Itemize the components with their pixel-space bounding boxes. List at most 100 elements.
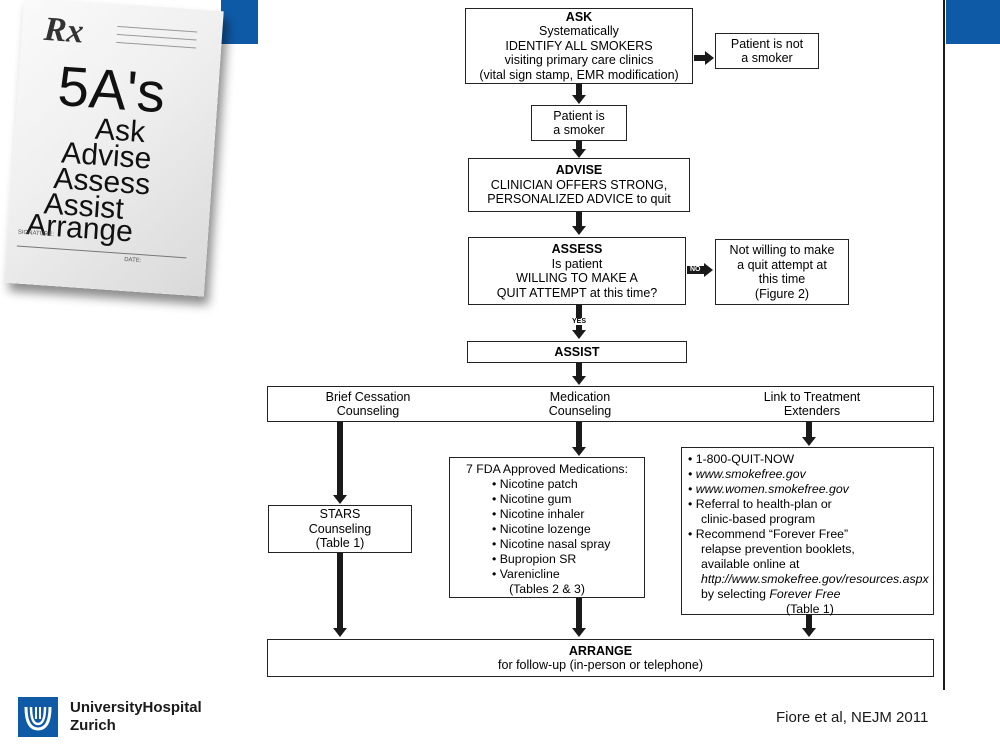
not-willing-line: a quit attempt at — [737, 257, 827, 272]
assess-line: QUIT ATTEMPT at this time? — [496, 285, 658, 300]
medication-item: • Nicotine gum — [492, 492, 572, 506]
rx-header-line — [117, 25, 198, 33]
arrow-shaft — [576, 212, 582, 227]
arrow-head — [572, 447, 586, 456]
hospital-logo-icon — [18, 697, 58, 737]
medication-item: • Bupropion SR — [492, 552, 577, 566]
option-brief-counseling: Brief Cessation Counseling — [268, 387, 468, 421]
assess-title: ASSESS — [551, 242, 603, 256]
is-smoker-box: Patient is a smoker — [531, 105, 627, 141]
accent-block-right — [946, 0, 1000, 44]
ask-line: Systematically — [539, 24, 619, 39]
medication-item: • Nicotine patch — [492, 477, 578, 491]
hospital-name: UniversityHospital Zurich — [70, 699, 202, 735]
arrow-shaft — [576, 598, 582, 629]
assess-line: Is patient — [551, 256, 603, 271]
arrow-head — [572, 330, 586, 339]
advise-title: ADVISE — [555, 163, 603, 178]
yes-label: YES — [571, 318, 588, 325]
arrow-shaft — [576, 422, 582, 448]
arrow-head — [802, 437, 816, 446]
arrow-shaft — [694, 55, 706, 61]
arrow-head — [572, 95, 586, 104]
not-willing-line: Not willing to make — [729, 243, 835, 257]
advise-line: CLINICIAN OFFERS STRONG, — [490, 177, 668, 192]
extender-item-cont: (Table 1) — [786, 602, 834, 616]
extender-item: • Recommend “Forever Free” — [688, 527, 849, 541]
option-line: Counseling — [548, 404, 612, 418]
arrow-head — [705, 51, 714, 65]
arrow-head — [704, 263, 713, 277]
not-willing-line: this time — [758, 272, 806, 286]
arrow-shaft — [576, 84, 582, 96]
extender-item-cont: by selecting Forever Free — [701, 587, 841, 601]
extender-item-cont: available online at — [701, 557, 800, 571]
assist-options-box — [267, 386, 934, 422]
advise-line: PERSONALIZED ADVICE to quit — [487, 192, 671, 207]
arrange-title: ARRANGE — [568, 643, 633, 658]
ask-line: (vital sign stamp, EMR modification) — [479, 67, 679, 82]
divider-line — [943, 0, 945, 690]
stars-line: STARS — [319, 507, 361, 522]
extender-item-cont: clinic-based program — [701, 512, 816, 526]
stars-box: STARS Counseling (Table 1) — [268, 505, 412, 553]
medication-item: • Varenicline — [492, 567, 560, 581]
assist-title: ASSIST — [554, 344, 600, 359]
medications-footer: (Tables 2 & 3) — [509, 582, 585, 596]
assess-line: WILLING TO MAKE A — [516, 271, 638, 285]
ask-line: visiting primary care clinics — [504, 53, 654, 68]
option-line: Link to Treatment — [763, 389, 861, 404]
extender-item: • 1-800-QUIT-NOW — [688, 452, 795, 466]
arrow-shaft — [576, 141, 582, 150]
arrow-shaft — [806, 422, 812, 438]
stars-line: Counseling — [308, 521, 372, 536]
rx-note-image: Rx 5A's Ask Advise Assess Assist Arrange… — [4, 0, 224, 297]
not-smoker-box: Patient is not a smoker — [715, 33, 819, 69]
arrow-shaft — [687, 266, 705, 274]
medication-item: • Nicotine inhaler — [492, 507, 585, 521]
extender-item: • www.women.smokefree.gov — [688, 482, 849, 496]
extender-item: • Referral to health-plan or — [688, 497, 832, 511]
arrow-head — [802, 628, 816, 637]
arrow-head — [333, 628, 347, 637]
not-willing-line: (Figure 2) — [754, 286, 810, 301]
assess-box: ASSESS Is patient WILLING TO MAKE A QUIT… — [468, 237, 686, 305]
rx-signature-line — [16, 245, 187, 259]
option-line: Extenders — [783, 404, 841, 418]
option-treatment-extenders: Link to Treatment Extenders — [712, 387, 912, 421]
arrow-head — [572, 149, 586, 158]
is-smoker-line: Patient is — [553, 108, 605, 123]
no-label: NO — [690, 266, 701, 273]
arrow-shaft — [576, 363, 582, 377]
arrow-head — [572, 376, 586, 385]
not-willing-box: Not willing to make a quit attempt at th… — [715, 239, 849, 305]
medications-heading: 7 FDA Approved Medications: — [466, 462, 628, 476]
option-line: Brief Cessation — [325, 389, 411, 404]
advise-box: ADVISE CLINICIAN OFFERS STRONG, PERSONAL… — [468, 158, 690, 212]
ask-line: IDENTIFY ALL SMOKERS — [505, 38, 653, 53]
arrow-head — [572, 226, 586, 235]
ask-title: ASK — [565, 9, 593, 24]
accent-block-left — [221, 0, 258, 44]
ask-box: ASK Systematically IDENTIFY ALL SMOKERS … — [465, 8, 693, 84]
arrow-shaft — [337, 422, 343, 496]
extenders-box: • 1-800-QUIT-NOW • www.smokefree.gov • w… — [681, 447, 934, 616]
hospital-name-line: Zurich — [70, 717, 116, 734]
rx-header-line — [116, 33, 197, 41]
extender-item-cont: relapse prevention booklets, — [701, 542, 855, 556]
option-line: Counseling — [336, 404, 400, 418]
arrow-head — [333, 495, 347, 504]
arrow-shaft — [806, 615, 812, 629]
medications-box: 7 FDA Approved Medications: • Nicotine p… — [449, 457, 645, 598]
arrow-shaft — [337, 553, 343, 629]
hospital-name-line: UniversityHospital — [70, 699, 202, 716]
medication-item: • Nicotine lozenge — [492, 522, 591, 536]
assist-box: ASSIST — [467, 341, 687, 363]
not-smoker-line: a smoker — [741, 51, 793, 65]
citation: Fiore et al, NEJM 2011 — [776, 709, 929, 726]
extender-url: http://www.smokefree.gov/resources.aspx — [701, 572, 929, 586]
is-smoker-line: a smoker — [553, 123, 605, 137]
extender-item: • www.smokefree.gov — [688, 467, 806, 481]
stars-line: (Table 1) — [315, 536, 365, 551]
arrange-line: for follow-up (in-person or telephone) — [498, 658, 703, 672]
